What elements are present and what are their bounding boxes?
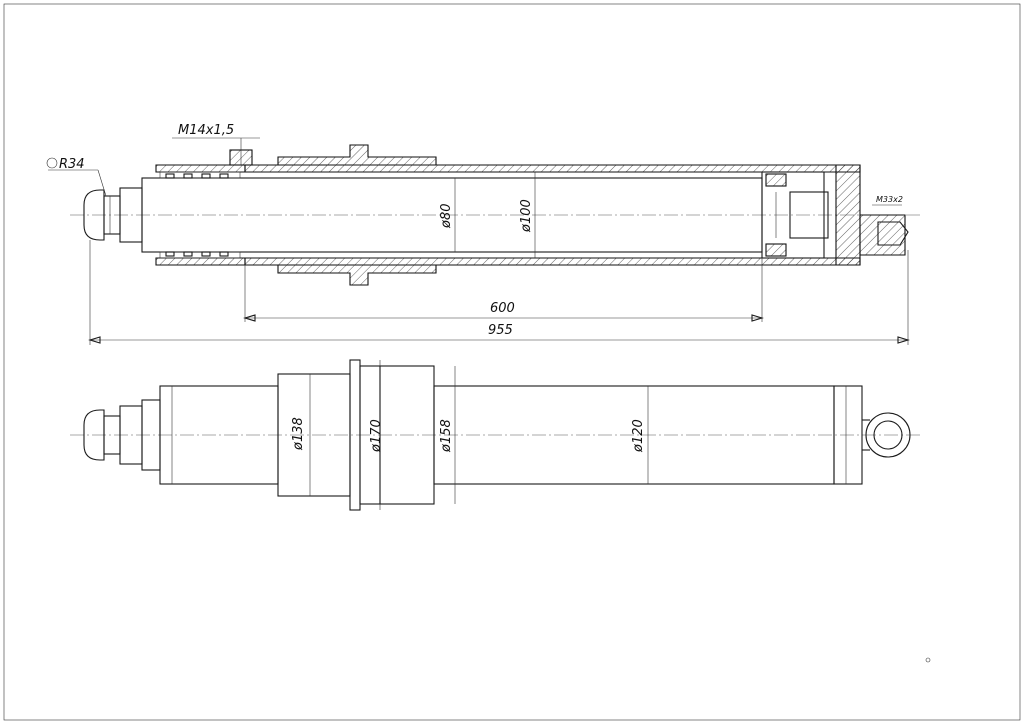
radius-marker-icon — [46, 157, 58, 169]
eye-mount — [865, 412, 911, 458]
thread-port-label: M14x1,5 — [178, 123, 234, 138]
dimensions-top: M14x1,5 R34 M33x2 ø80 ø100 600 955 — [46, 123, 910, 345]
outer-view — [70, 359, 920, 511]
dia-158-label: ø158 — [439, 419, 454, 453]
dia-138-label: ø138 — [291, 417, 306, 451]
dia-rod-label: ø80 — [439, 204, 454, 230]
sheet-mark-icon — [925, 657, 931, 663]
dia-bore-label: ø100 — [519, 199, 534, 233]
dia-120-label: ø120 — [631, 419, 646, 453]
section-view — [70, 138, 920, 286]
sheet-border — [3, 3, 1021, 721]
thread-small-label: M33x2 — [876, 195, 903, 204]
dimensions-bottom: ø138 ø170 ø158 ø120 — [291, 417, 646, 453]
dia-170-label: ø170 — [369, 419, 384, 453]
stroke-length-label: 600 — [490, 301, 515, 316]
total-length-label: 955 — [488, 323, 513, 338]
radius-label: R34 — [59, 157, 85, 172]
